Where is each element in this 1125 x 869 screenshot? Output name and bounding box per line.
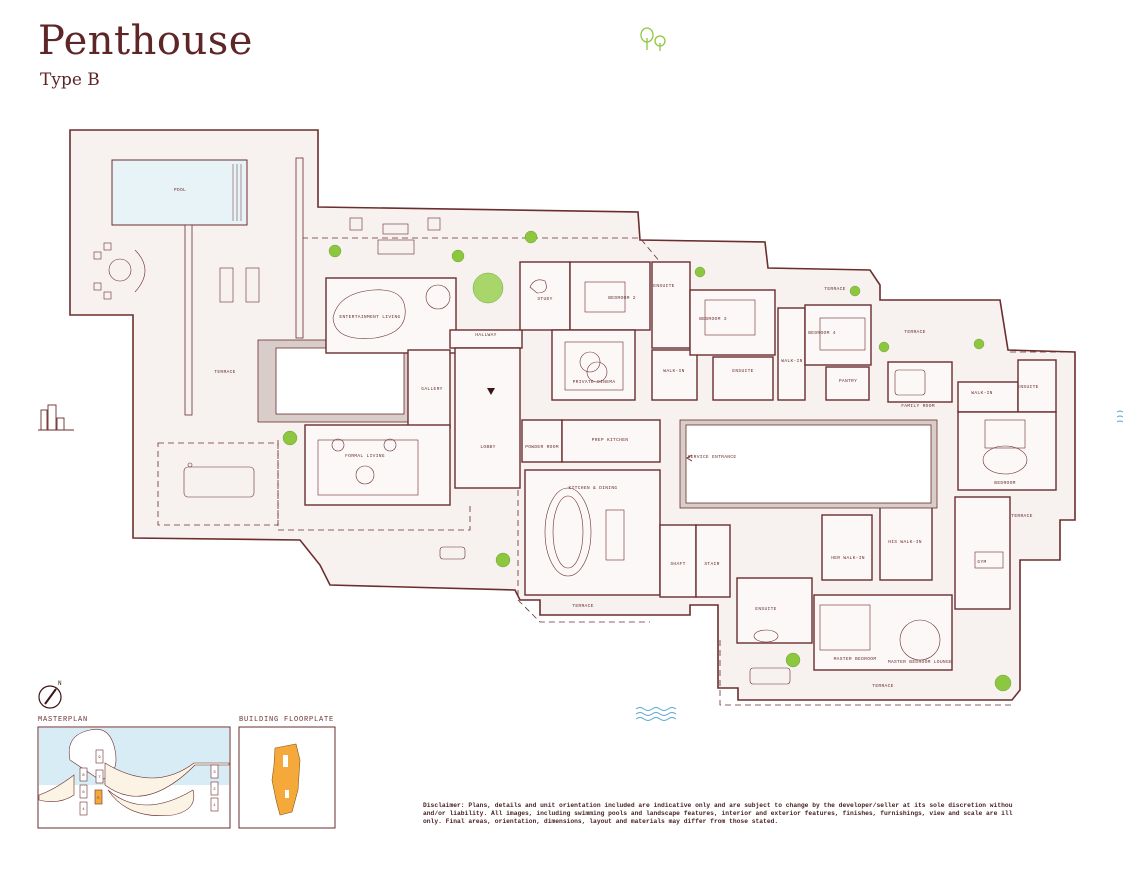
building-number: 6 [82, 791, 85, 795]
room-label: MASTER BEDROOM LOUNGE [888, 659, 952, 665]
room-powder-room [521, 419, 563, 463]
room-label: STAIR [704, 561, 719, 567]
room-label: ENSUITE [1017, 384, 1038, 390]
room-walk-in-1 [651, 349, 698, 401]
room-family-room [887, 361, 953, 403]
room-label: TERRACE [1011, 513, 1032, 519]
room-master-bedroom [813, 594, 953, 671]
room-label: TERRACE [872, 683, 893, 689]
masterplan-map: 9 8 7 6 5 4 3 2 1 [37, 726, 231, 829]
room-label: HALLWAY [475, 332, 496, 338]
building-floorplate-map [238, 726, 336, 829]
buildings-icon [38, 404, 74, 431]
room-label: POWDER ROOM [525, 444, 559, 450]
building-number: 5 [97, 797, 100, 801]
building-number: 9 [98, 756, 101, 760]
room-walk-in-2 [777, 307, 806, 401]
building-number: 2 [213, 788, 216, 792]
room-label: SHAFT [670, 561, 685, 567]
room-label: SERVICE ENTRANCE [688, 454, 737, 460]
building-number: 8 [82, 774, 85, 778]
room-label: GALLERY [421, 386, 442, 392]
tree-icons [282, 230, 1012, 692]
entrance-arrow-icon [686, 454, 693, 462]
room-label: WALK-IN [781, 358, 802, 364]
room-kitchen-dining [524, 469, 661, 596]
room-study [519, 261, 571, 331]
pool [111, 159, 248, 226]
room-label-terrace: TERRACE [214, 369, 235, 375]
room-label: FORMAL LIVING [345, 453, 385, 459]
room-bedroom-2 [569, 261, 651, 331]
room-pantry [825, 366, 870, 401]
room-entertainment-living [325, 277, 457, 354]
room-label: GYM [977, 559, 986, 565]
room-label: ENSUITE [755, 606, 776, 612]
entry-arrow-icon [487, 388, 495, 395]
disclaimer-text: Disclaimer: Plans, details and unit orie… [423, 802, 1013, 826]
trees-icon [640, 27, 666, 51]
room-label: HER WALK-IN [831, 555, 865, 561]
room-label: HIS WALK-IN [888, 539, 922, 545]
room-label: BEDROOM 2 [608, 295, 636, 301]
room-label: WALK-IN [663, 368, 684, 374]
room-label-pool: POOL [174, 187, 186, 193]
north-compass-icon: N [38, 680, 62, 709]
room-gym [954, 496, 1011, 610]
room-master-ensuite [736, 577, 813, 644]
floorplate-label: BUILDING FLOORPLATE [239, 716, 335, 724]
room-formal-living [304, 424, 451, 506]
room-label: WALK-IN [971, 390, 992, 396]
building-number: 7 [98, 776, 101, 780]
room-label: LOBBY [480, 444, 495, 450]
room-label: PREP KITCHEN [592, 437, 629, 443]
room-ensuite-2 [712, 356, 774, 401]
furniture-details [317, 279, 1028, 685]
room-lobby [454, 347, 521, 489]
room-label: TERRACE [572, 603, 593, 609]
room-stair [695, 524, 731, 598]
room-label: TERRACE [824, 286, 845, 292]
building-number: 3 [213, 771, 216, 775]
room-private-cinema [551, 329, 636, 401]
room-gallery [407, 349, 451, 429]
room-label: ENSUITE [732, 368, 753, 374]
room-label: ENTERTAINMENT LIVING [339, 314, 400, 320]
room-shaft [659, 524, 697, 598]
building-number: 4 [82, 808, 85, 812]
room-label: KITCHEN & DINING [569, 485, 618, 491]
page-subtitle: Type B [40, 70, 100, 90]
room-label: ENSUITE [653, 283, 674, 289]
room-her-walk-in [821, 514, 873, 581]
room-label: TERRACE [904, 329, 925, 335]
room-bedroom-5 [957, 411, 1057, 491]
room-prep-kitchen [561, 419, 661, 463]
room-label: MASTER BEDROOM [834, 656, 877, 662]
water-icon [635, 410, 1124, 721]
room-bedroom-4 [804, 304, 872, 366]
terrace-boundary [157, 237, 1076, 706]
masterplan-label: MASTERPLAN [38, 716, 89, 724]
room-label: FAMILY ROOM [901, 403, 935, 409]
room-label: PRIVATE CINEMA [573, 379, 616, 385]
room-bedroom-3 [689, 289, 776, 356]
room-ensuite-1 [651, 261, 691, 349]
building-number: 1 [213, 804, 216, 808]
room-label: STUDY [537, 296, 552, 302]
room-label: BEDROOM [994, 480, 1015, 486]
room-label: PANTRY [839, 378, 857, 384]
page-title: Penthouse [38, 18, 253, 64]
room-walk-in-3 [957, 381, 1019, 413]
furniture [93, 217, 466, 560]
room-label: BEDROOM 3 [699, 316, 727, 322]
room-label: BEDROOM 4 [808, 330, 836, 336]
north-label: N [58, 680, 62, 687]
